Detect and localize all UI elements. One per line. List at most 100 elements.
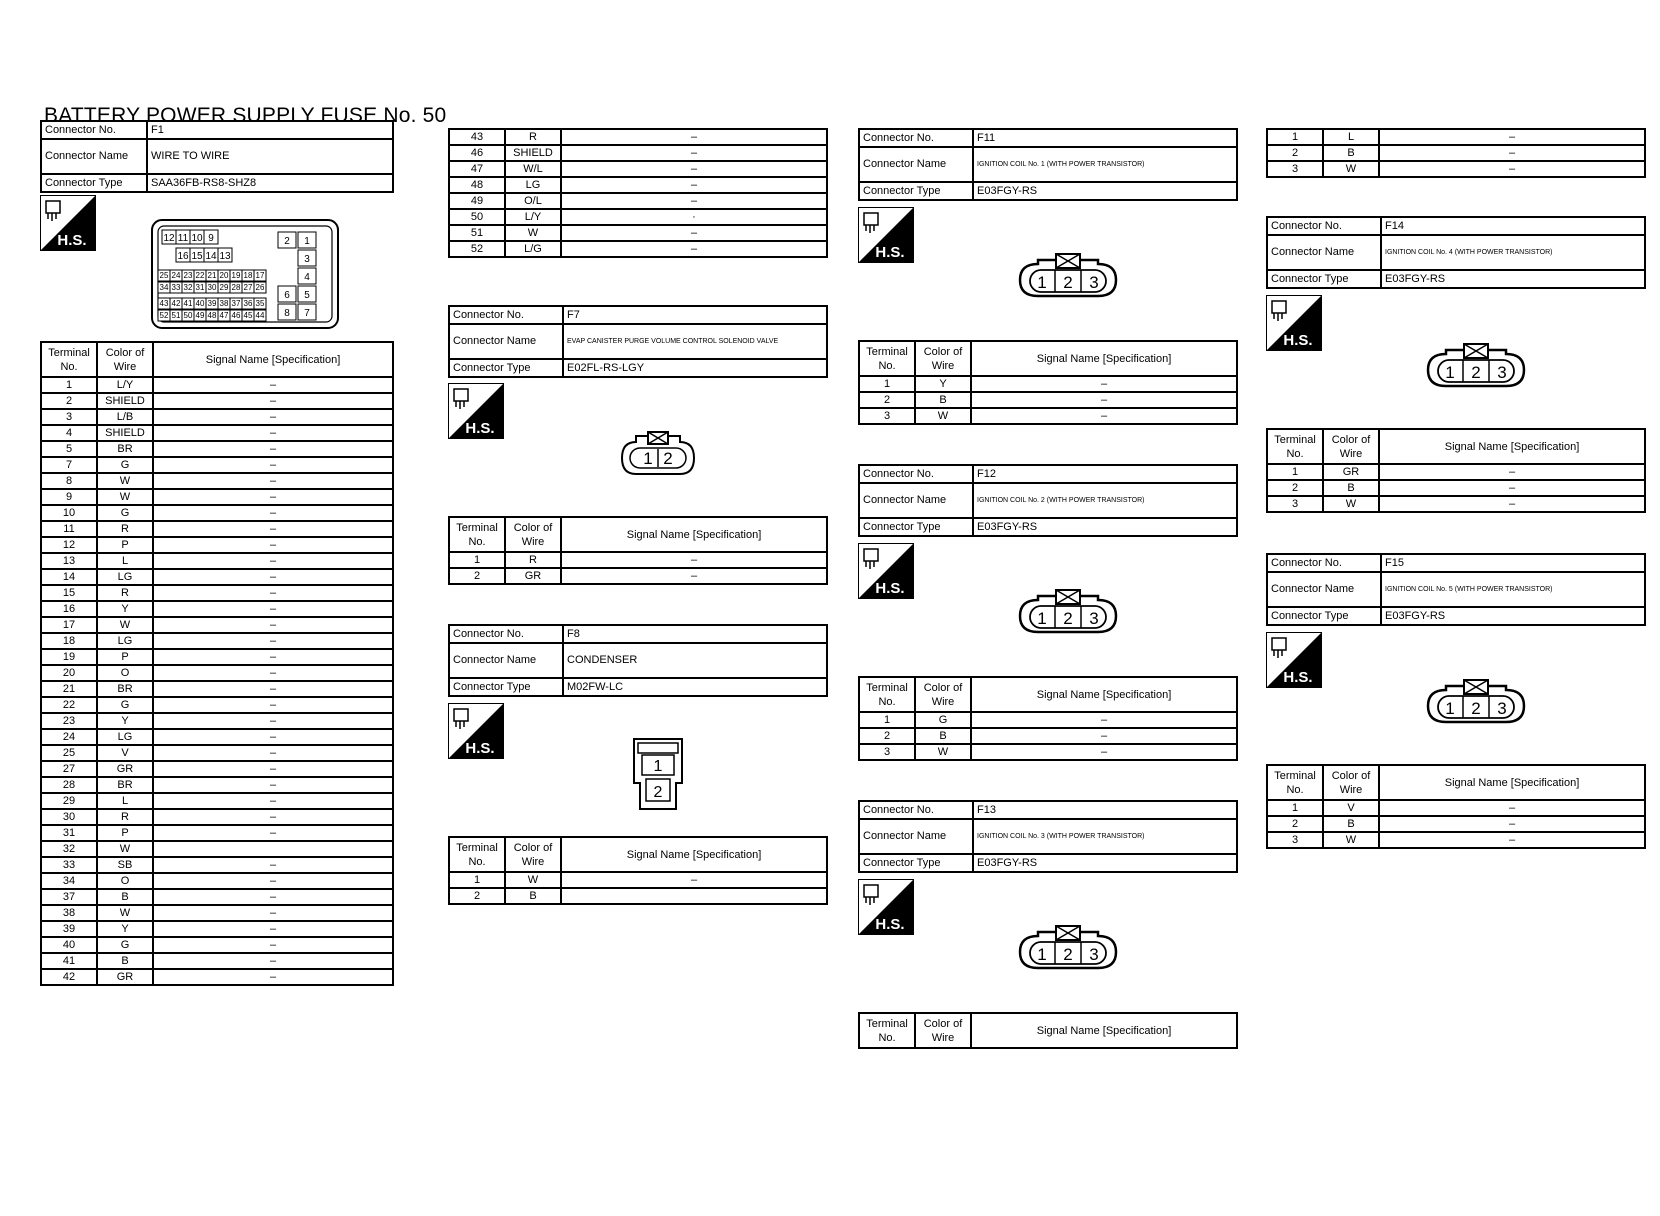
pin-label: 41 xyxy=(184,299,193,308)
pin-label: 18 xyxy=(244,271,253,280)
signal-name-cell: – xyxy=(152,632,394,650)
pin-label: 6 xyxy=(284,290,290,301)
color-of-wire-header: Color of Wire xyxy=(914,676,972,713)
wire-color-cell: W xyxy=(914,407,972,425)
pin-label: 32 xyxy=(184,283,193,292)
pin-label: 4 xyxy=(304,272,310,283)
terminal-no-cell: 11 xyxy=(40,520,98,538)
wire-color-cell: Y xyxy=(96,600,154,618)
terminal-no-cell: 40 xyxy=(40,936,98,954)
signal-name-header: Signal Name [Specification] xyxy=(1378,428,1646,465)
terminal-no-cell: 50 xyxy=(448,208,506,226)
signal-name-cell: – xyxy=(152,920,394,938)
signal-name-cell xyxy=(560,887,828,905)
terminal-no-header: Terminal No. xyxy=(858,340,916,377)
wire-color-cell: V xyxy=(1322,799,1380,817)
terminal-no-cell: 14 xyxy=(40,568,98,586)
connector-no-label: Connector No. xyxy=(858,800,974,820)
color-of-wire-header: Color of Wire xyxy=(914,340,972,377)
pin-label: 27 xyxy=(244,283,253,292)
terminal-no-cell: 1 xyxy=(1266,128,1324,146)
wire-color-cell: W xyxy=(96,472,154,490)
pin-label: 1 xyxy=(304,236,310,247)
wire-color-cell: R xyxy=(504,128,562,146)
harness-side-icon: H.S. xyxy=(448,383,504,439)
terminal-no-cell: 1 xyxy=(1266,463,1324,481)
terminal-no-cell: 2 xyxy=(858,391,916,409)
terminal-no-header: Terminal No. xyxy=(448,836,506,873)
terminal-table-f14: Terminal No. Color of Wire Signal Name [… xyxy=(1266,428,1646,513)
hs-label: H.S. xyxy=(57,232,86,249)
pin-label: 30 xyxy=(208,283,217,292)
pin-label: 50 xyxy=(184,311,193,320)
terminal-no-cell: 41 xyxy=(40,952,98,970)
pin-label: 12 xyxy=(163,233,175,244)
terminal-no-header: Terminal No. xyxy=(858,1012,916,1049)
connector-type-label: Connector Type xyxy=(448,358,564,378)
pin-label: 44 xyxy=(256,311,265,320)
pin-label: 48 xyxy=(208,311,217,320)
hs-label: H.S. xyxy=(465,740,494,757)
wire-color-cell: G xyxy=(96,696,154,714)
signal-name-header: Signal Name [Specification] xyxy=(560,516,828,553)
terminal-no-cell: 1 xyxy=(40,376,98,394)
wire-color-cell: B xyxy=(1322,144,1380,162)
terminal-no-cell: 32 xyxy=(40,840,98,858)
pin-label: 3 xyxy=(1089,609,1098,628)
wire-color-cell: Y xyxy=(96,920,154,938)
terminal-no-cell: 2 xyxy=(448,567,506,585)
wire-color-cell: L/B xyxy=(96,408,154,426)
signal-name-cell: – xyxy=(152,904,394,922)
wire-color-cell: W xyxy=(1322,831,1380,849)
pin-label: 51 xyxy=(172,311,181,320)
terminal-no-cell: 28 xyxy=(40,776,98,794)
signal-name-cell: – xyxy=(152,424,394,442)
signal-name-cell: – xyxy=(152,648,394,666)
connector-no-value: F13 xyxy=(972,800,1238,820)
pin-label: 36 xyxy=(244,299,253,308)
signal-name-cell: – xyxy=(560,160,828,178)
pin-label: 39 xyxy=(208,299,217,308)
wire-color-cell: R xyxy=(96,808,154,826)
terminal-no-cell: 1 xyxy=(858,711,916,729)
wire-color-cell: P xyxy=(96,824,154,842)
terminal-no-cell: 1 xyxy=(448,871,506,889)
connector-no-value: F14 xyxy=(1380,216,1646,236)
wire-color-cell: L/Y xyxy=(504,208,562,226)
terminal-no-cell: 2 xyxy=(858,727,916,745)
connector-type-value: M02FW-LC xyxy=(562,677,828,697)
terminal-no-cell: 3 xyxy=(858,407,916,425)
pin-label: 1 xyxy=(1037,609,1046,628)
wire-color-cell: G xyxy=(96,504,154,522)
wire-color-cell: B xyxy=(1322,479,1380,497)
pin-label: 34 xyxy=(160,283,169,292)
pin-label: 23 xyxy=(184,271,193,280)
signal-name-cell: – xyxy=(970,727,1238,745)
signal-name-cell: – xyxy=(152,584,394,602)
signal-name-cell: – xyxy=(560,240,828,258)
pin-label: 37 xyxy=(232,299,241,308)
signal-name-cell: – xyxy=(152,808,394,826)
pin-label: 1 xyxy=(654,758,663,775)
